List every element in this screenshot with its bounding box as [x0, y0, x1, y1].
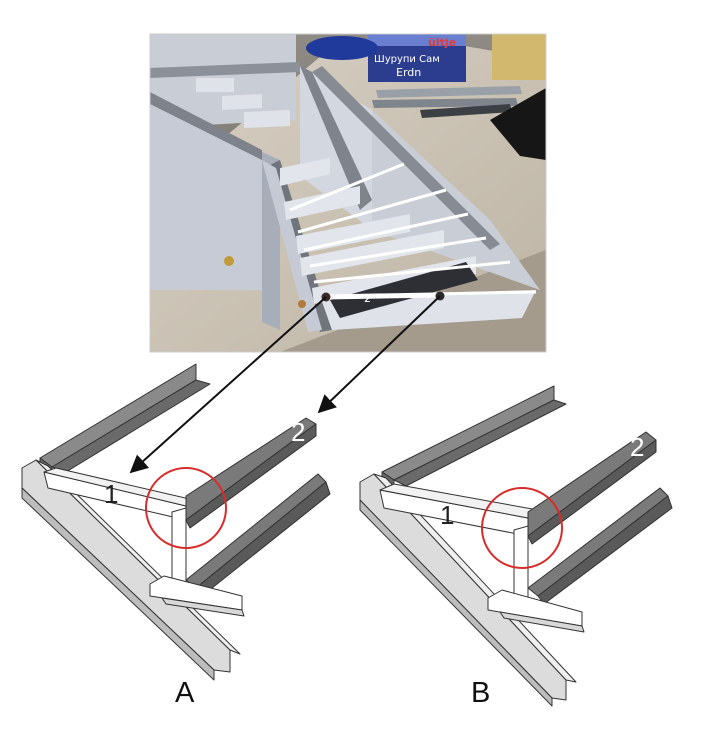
- a-beam-1-label: 1: [104, 479, 118, 509]
- jar-label-brand: ültje: [428, 36, 456, 49]
- tools: [372, 86, 546, 160]
- left-panel-bolt: [224, 256, 234, 266]
- a-joint-highlight: [145, 467, 227, 549]
- b-cross-bar: [487, 589, 583, 627]
- right-stringer-tape: [312, 66, 500, 250]
- caption-b: B: [471, 677, 490, 709]
- tape-roll: [492, 34, 546, 80]
- model-photo: ültje Шурупи Сам Erdn: [150, 34, 546, 352]
- b-beam-1-label: 1: [440, 500, 454, 530]
- diagram-a: [21, 363, 331, 681]
- string-lines: [289, 162, 537, 300]
- arrow-to-beam-1: [129, 296, 327, 474]
- diagram-b: [359, 385, 673, 707]
- caption-a: A: [175, 677, 195, 709]
- front-bolt: [298, 300, 306, 308]
- back-stringer-tape: [300, 66, 372, 210]
- pointer-arrows: [129, 295, 441, 474]
- jar: ültje Шурупи Сам Erdn: [368, 34, 466, 82]
- dark-beam: [330, 262, 478, 318]
- arrow-to-beam-2: [317, 295, 441, 414]
- back-staircase: [150, 34, 300, 128]
- b-beam-2-label: 2: [630, 432, 644, 462]
- a-beam-2-label: 2: [291, 417, 305, 447]
- jar-label-line1: Шурупи Сам: [374, 54, 440, 65]
- jar-label-line2: Erdn: [396, 66, 421, 79]
- a-cross-bar: [149, 575, 243, 611]
- photo-beam-label: 2: [364, 292, 371, 305]
- left-panel-tape: [150, 92, 262, 160]
- blue-lid: [306, 36, 378, 60]
- photo-frame: [149, 33, 547, 353]
- b-back-angle-flange: [381, 385, 555, 481]
- b-joint-highlight: [481, 487, 563, 569]
- a-back-angle-flange: [39, 363, 197, 468]
